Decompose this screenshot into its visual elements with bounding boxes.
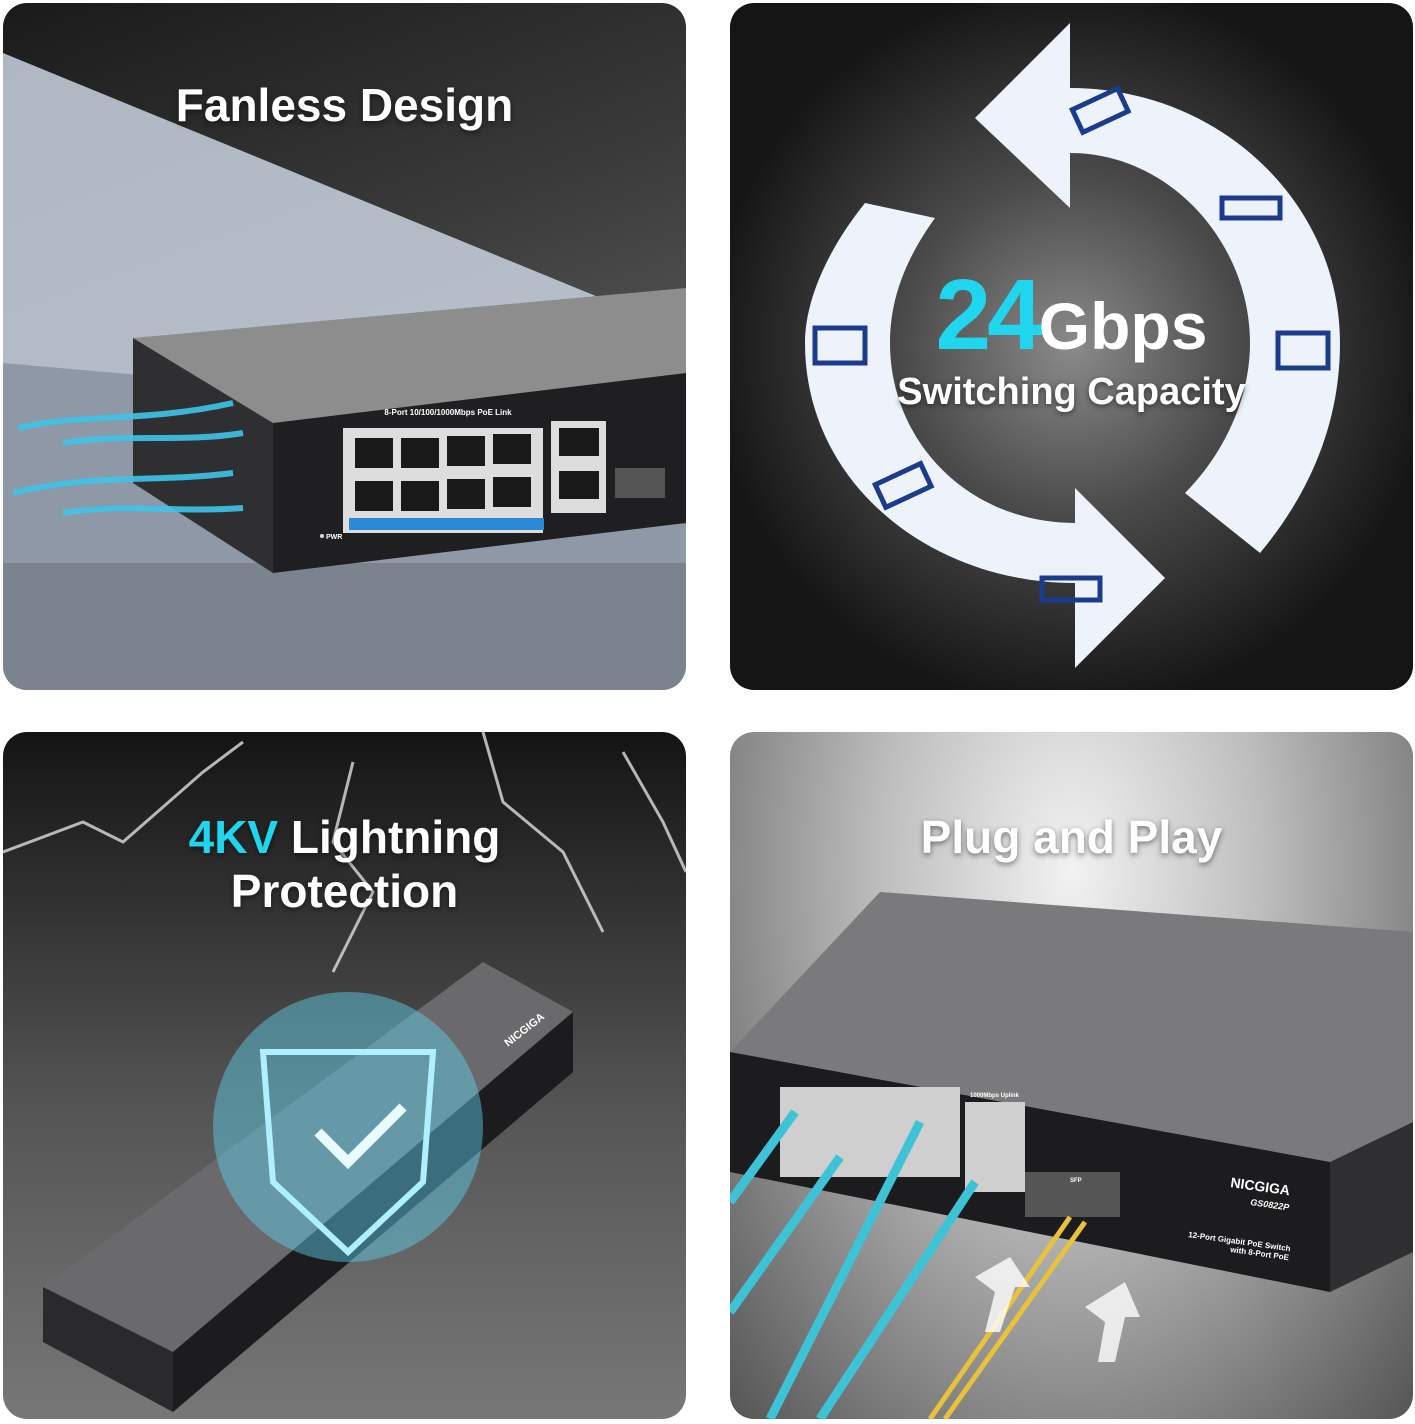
poe-port-block: [780, 1087, 960, 1177]
bottom-arrow: [805, 203, 1165, 668]
fanless-design-panel: 8-Port 10/100/1000Mbps PoE Link PWR Fanl…: [3, 3, 686, 690]
panel-title: Fanless Design: [175, 79, 514, 131]
pwr-label: PWR: [326, 534, 342, 541]
switching-capacity-panel: 24Gbps Switching Capacity: [730, 3, 1413, 690]
router-icon: [1039, 575, 1103, 603]
capacity-value: 24: [935, 259, 1043, 371]
sfp-port: [1025, 1172, 1120, 1217]
title-line2: Protection: [230, 865, 459, 917]
panel-title: Plug and Play: [920, 811, 1223, 863]
cctv-camera-icon: [871, 460, 935, 511]
uplink-label: 1000Mbps Uplink: [970, 1093, 1020, 1099]
title-rest: Lightning: [290, 811, 501, 863]
sfp-label: SFP: [1070, 1178, 1082, 1184]
pwr-led-icon: [320, 534, 324, 538]
capacity-unit: Gbps: [1038, 289, 1208, 363]
plug-switch-illustration: NICGIGA GS0822P 12-Port Gigabit PoE Swit…: [730, 892, 1413, 1419]
checkmark-icon: [314, 1103, 407, 1170]
poe-label: 8-Port 10/100/1000Mbps PoE Link: [384, 408, 512, 417]
lightning-icon: [3, 732, 686, 973]
plug-and-play-panel: NICGIGA GS0822P 12-Port Gigabit PoE Swit…: [730, 732, 1413, 1419]
top-arrow: [975, 23, 1340, 553]
fanless-switch-illustration: 8-Port 10/100/1000Mbps PoE Link PWR: [3, 53, 686, 690]
up-arrow-icon: [1085, 1282, 1140, 1362]
uplink-port-block: [965, 1102, 1025, 1192]
fiber-cable: [927, 1215, 1088, 1419]
lightning-switch-illustration: NICGIGA: [3, 732, 686, 1412]
capacity-subtitle: Switching Capacity: [897, 371, 1246, 413]
monitor-icon: [812, 325, 868, 366]
monitor-icon: [1275, 330, 1331, 371]
shield-icon: [259, 1049, 437, 1257]
ethernet-cable: [730, 1109, 979, 1419]
cctv-camera-icon: [1068, 85, 1132, 136]
cycle-arrows-illustration: [805, 23, 1340, 668]
shield-glow: [213, 992, 483, 1262]
title-highlight: 4KV: [188, 811, 279, 863]
up-arrow-icon: [975, 1257, 1030, 1332]
router-icon: [1219, 195, 1283, 221]
airflow-icon: [12, 400, 244, 516]
poe-led-bar: [349, 518, 544, 530]
